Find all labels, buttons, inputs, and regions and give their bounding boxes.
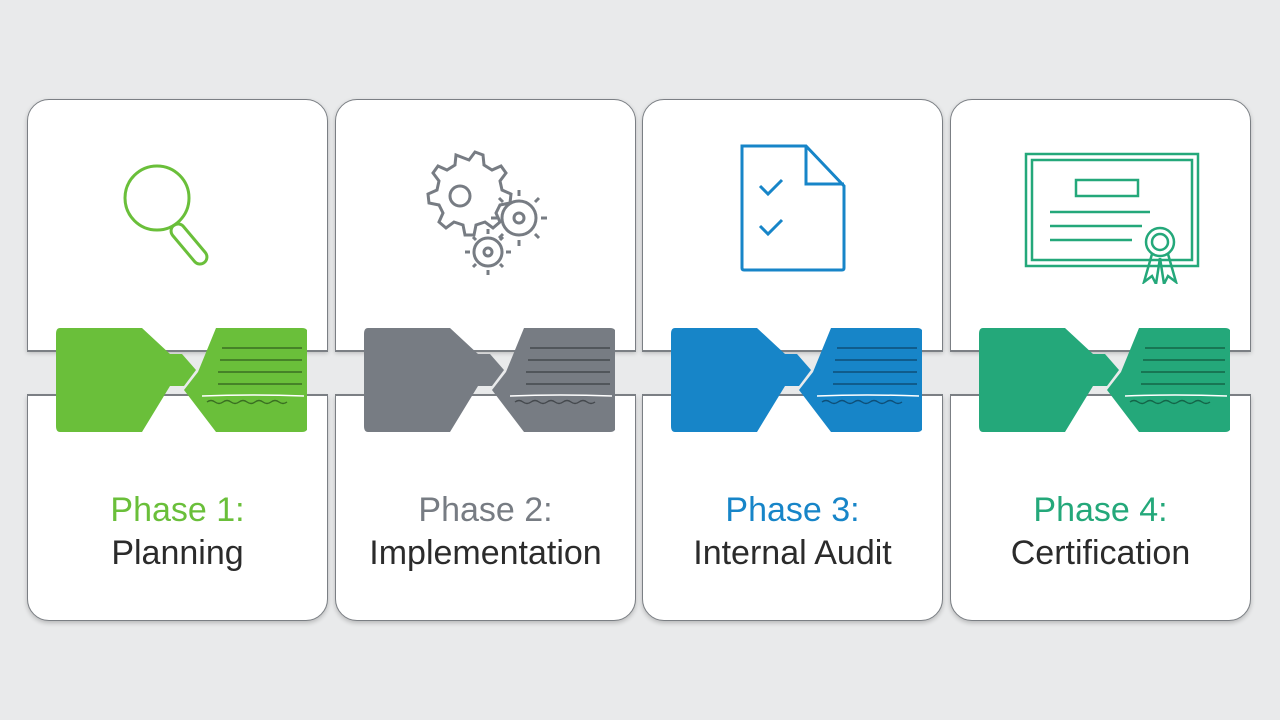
phase-name: Implementation [369, 534, 602, 572]
divider [27, 394, 328, 396]
phase-card-top [335, 99, 636, 351]
phase-number: Phase 1: [110, 491, 245, 529]
divider [27, 350, 328, 352]
phase-card-2: Phase 2: Implementation [335, 99, 636, 622]
checklist-document-icon [740, 144, 846, 272]
gears-icon [426, 150, 547, 275]
phase-number: Phase 2: [418, 491, 553, 529]
divider [335, 394, 636, 396]
phase-connector [979, 328, 1230, 432]
phase-connector [364, 328, 615, 432]
phase-card-bottom [27, 395, 328, 621]
phase-card-bottom [335, 395, 636, 621]
phase-name: Internal Audit [693, 534, 892, 572]
phase-card-bottom [642, 395, 943, 621]
certificate-icon [1024, 152, 1200, 284]
phase-card-3: Phase 3: Internal Audit [642, 99, 943, 622]
magnifier-icon [123, 164, 209, 266]
divider [642, 394, 943, 396]
divider [335, 350, 636, 352]
phase-number: Phase 4: [1033, 491, 1168, 529]
phase-card-bottom [950, 395, 1251, 621]
divider [642, 350, 943, 352]
divider [950, 350, 1251, 352]
phase-card-1: Phase 1: Planning [27, 99, 328, 622]
phase-card-4: Phase 4: Certification [950, 99, 1251, 622]
divider [950, 394, 1251, 396]
phase-connector [56, 328, 307, 432]
phase-number: Phase 3: [725, 491, 860, 529]
phase-name: Planning [111, 534, 244, 572]
phase-name: Certification [1010, 534, 1191, 572]
phase-connector [671, 328, 922, 432]
